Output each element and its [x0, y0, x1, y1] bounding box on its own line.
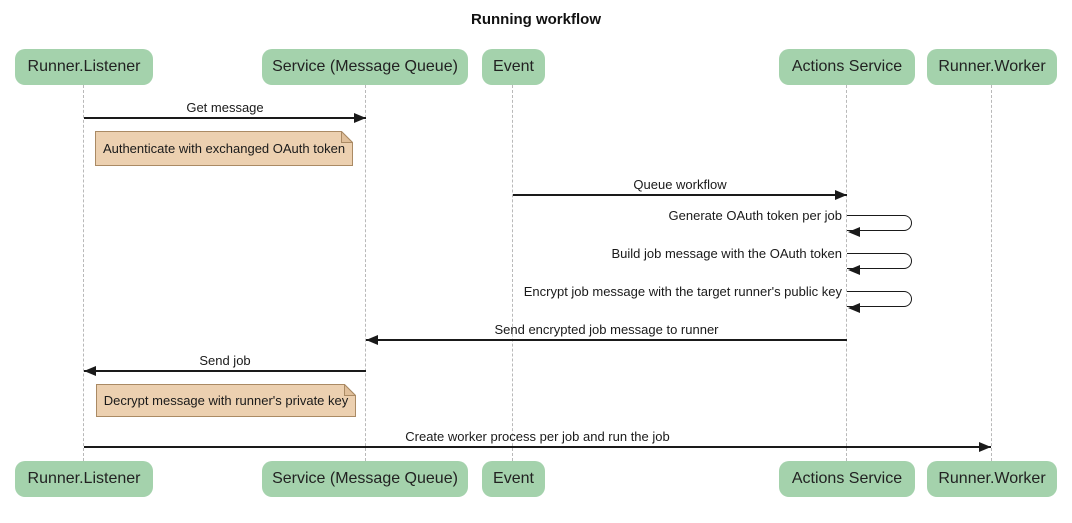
participant-bottom-event: Event — [482, 461, 545, 497]
selfloop-encrypt-job-message — [847, 291, 912, 307]
participant-top-event: Event — [482, 49, 545, 85]
participant-bottom-runner-worker: Runner.Worker — [927, 461, 1057, 497]
arrowhead-create-worker-process — [979, 442, 991, 452]
label-build-job-message: Build job message with the OAuth token — [611, 246, 842, 261]
diagram-title: Running workflow — [471, 11, 601, 28]
arrowhead-send-encrypted-job-message — [366, 335, 378, 345]
line-get-message — [84, 117, 366, 119]
label-send-encrypted-job-message: Send encrypted job message to runner — [494, 322, 719, 337]
participant-top-runner-listener: Runner.Listener — [15, 49, 153, 85]
label-queue-workflow: Queue workflow — [633, 177, 727, 192]
arrowhead-build-job-message — [848, 265, 860, 275]
arrowhead-encrypt-job-message — [848, 303, 860, 313]
note-decrypt-text: Decrypt message with runner's private ke… — [103, 393, 349, 408]
line-send-job — [84, 370, 366, 372]
label-create-worker-process: Create worker process per job and run th… — [405, 429, 670, 444]
arrowhead-queue-workflow — [835, 190, 847, 200]
note-authenticate: Authenticate with exchanged OAuth token — [95, 131, 353, 166]
participant-bottom-runner-listener: Runner.Listener — [15, 461, 153, 497]
line-queue-workflow — [513, 194, 847, 196]
label-get-message: Get message — [186, 100, 264, 115]
label-encrypt-job-message: Encrypt job message with the target runn… — [523, 284, 842, 299]
line-send-encrypted-job-message — [366, 339, 847, 341]
note-decrypt: Decrypt message with runner's private ke… — [96, 384, 356, 417]
lifeline-service-message-queue — [365, 85, 366, 461]
lifeline-event — [512, 85, 513, 461]
arrowhead-generate-oauth-token — [848, 227, 860, 237]
lifeline-runner-worker — [991, 85, 992, 461]
participant-bottom-service-message-queue: Service (Message Queue) — [262, 461, 468, 497]
label-send-job: Send job — [199, 353, 251, 368]
lifeline-runner-listener — [83, 85, 84, 461]
arrowhead-get-message — [354, 113, 366, 123]
line-create-worker-process — [84, 446, 991, 448]
selfloop-build-job-message — [847, 253, 912, 269]
participant-top-actions-service: Actions Service — [779, 49, 915, 85]
participant-top-service-message-queue: Service (Message Queue) — [262, 49, 468, 85]
arrowhead-send-job — [84, 366, 96, 376]
note-shape — [96, 384, 356, 417]
selfloop-generate-oauth-token — [847, 215, 912, 231]
participant-top-runner-worker: Runner.Worker — [927, 49, 1057, 85]
label-generate-oauth-token: Generate OAuth token per job — [668, 208, 842, 223]
lifeline-actions-service — [846, 85, 847, 461]
participant-bottom-actions-service: Actions Service — [779, 461, 915, 497]
note-authenticate-text: Authenticate with exchanged OAuth token — [102, 141, 346, 156]
note-shape — [95, 131, 353, 166]
